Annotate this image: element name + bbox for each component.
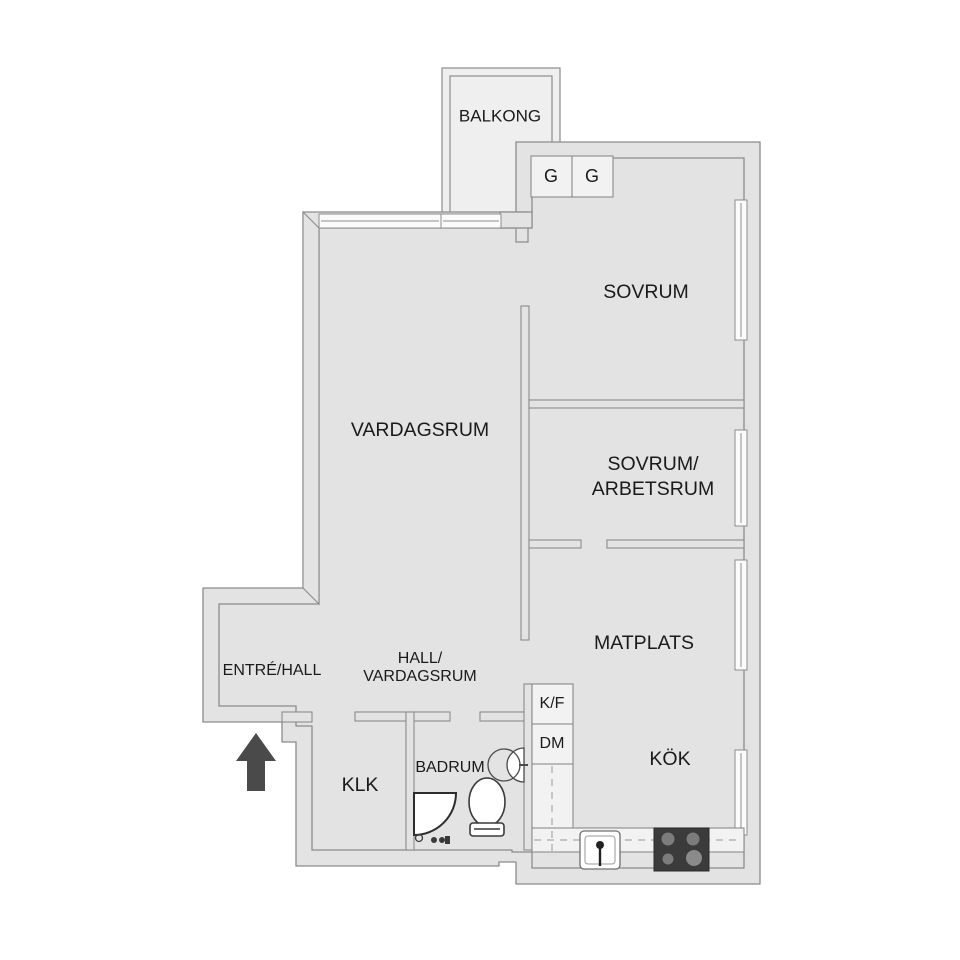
label-hall-vardagsrum-1: HALL/ [398, 650, 443, 667]
interior-walls [281, 305, 745, 851]
balcony-threshold-block [499, 211, 533, 229]
living-room-left-wall [302, 210, 320, 606]
window-living-room-top [318, 213, 502, 229]
shower-knob-1-icon [431, 837, 437, 843]
shower-knob-2-icon [439, 837, 445, 843]
room-labels: BALKONG SOVRUM VARDAGSRUM SOVRUM/ ARBETS… [223, 106, 715, 796]
label-badrum: BADRUM [415, 759, 484, 776]
windows-right-wall [734, 199, 748, 836]
fixture-labels: G G K/F DM [540, 166, 599, 752]
label-hall-vardagsrum-2: VARDAGSRUM [363, 668, 477, 685]
label-wardrobe-g1: G [544, 166, 558, 186]
entrance-arrow [236, 733, 276, 791]
kitchen-counters [531, 683, 745, 872]
bathroom-sink [487, 747, 528, 783]
appliance-fridge-freezer [531, 683, 574, 725]
shower-enclosure [413, 792, 458, 844]
exterior-walls [202, 141, 761, 885]
label-dishwasher: DM [540, 735, 565, 752]
wall-hall-klk-top [354, 711, 451, 722]
label-vardagsrum: VARDAGSRUM [351, 419, 489, 441]
label-wardrobe-g2: G [585, 166, 599, 186]
shower-fitting-icon [445, 836, 450, 844]
stove-burner-3-icon [662, 853, 674, 865]
kitchen-stove [653, 827, 710, 872]
label-sovrum-arbetsrum-2: ARBETSRUM [592, 478, 714, 500]
wall-living-bedroom [520, 305, 530, 641]
label-entre-hall: ENTRÉ/HALL [223, 660, 322, 679]
stove-burner-1-icon [661, 832, 675, 846]
bathroom-fixtures [413, 747, 528, 844]
appliance-dishwasher [531, 723, 574, 765]
stove-burner-4-icon [686, 850, 702, 866]
shower-drain-icon [414, 833, 424, 843]
label-klk: KLK [342, 774, 379, 796]
wardrobe-box-2 [571, 155, 614, 198]
sink-bowl-icon [506, 747, 525, 783]
label-balkong: BALKONG [459, 106, 541, 125]
wall-klk-badrum [405, 711, 415, 851]
wall-badrum-kitchen [523, 683, 533, 851]
wardrobe-group [530, 155, 614, 198]
label-sovrum: SOVRUM [603, 281, 689, 303]
label-sovrum-arbetsrum-1: SOVRUM/ [607, 453, 699, 475]
label-kok: KÖK [649, 748, 690, 770]
label-matplats: MATPLATS [594, 632, 694, 654]
stove-burner-2-icon [686, 832, 700, 846]
label-fridge-freezer: K/F [540, 695, 565, 712]
kitchen-sink [579, 830, 621, 870]
stove-top [653, 827, 710, 872]
toilet [468, 777, 506, 837]
wall-arbetsrum-bottom-right [606, 539, 745, 549]
entrance-arrow-icon [236, 733, 276, 791]
wall-arbetsrum-bottom-left [528, 539, 582, 549]
wardrobe-box-1 [530, 155, 573, 198]
toilet-bowl-icon [468, 777, 506, 827]
wall-sovrum-divider [528, 399, 745, 409]
wall-entre-step [281, 711, 313, 723]
